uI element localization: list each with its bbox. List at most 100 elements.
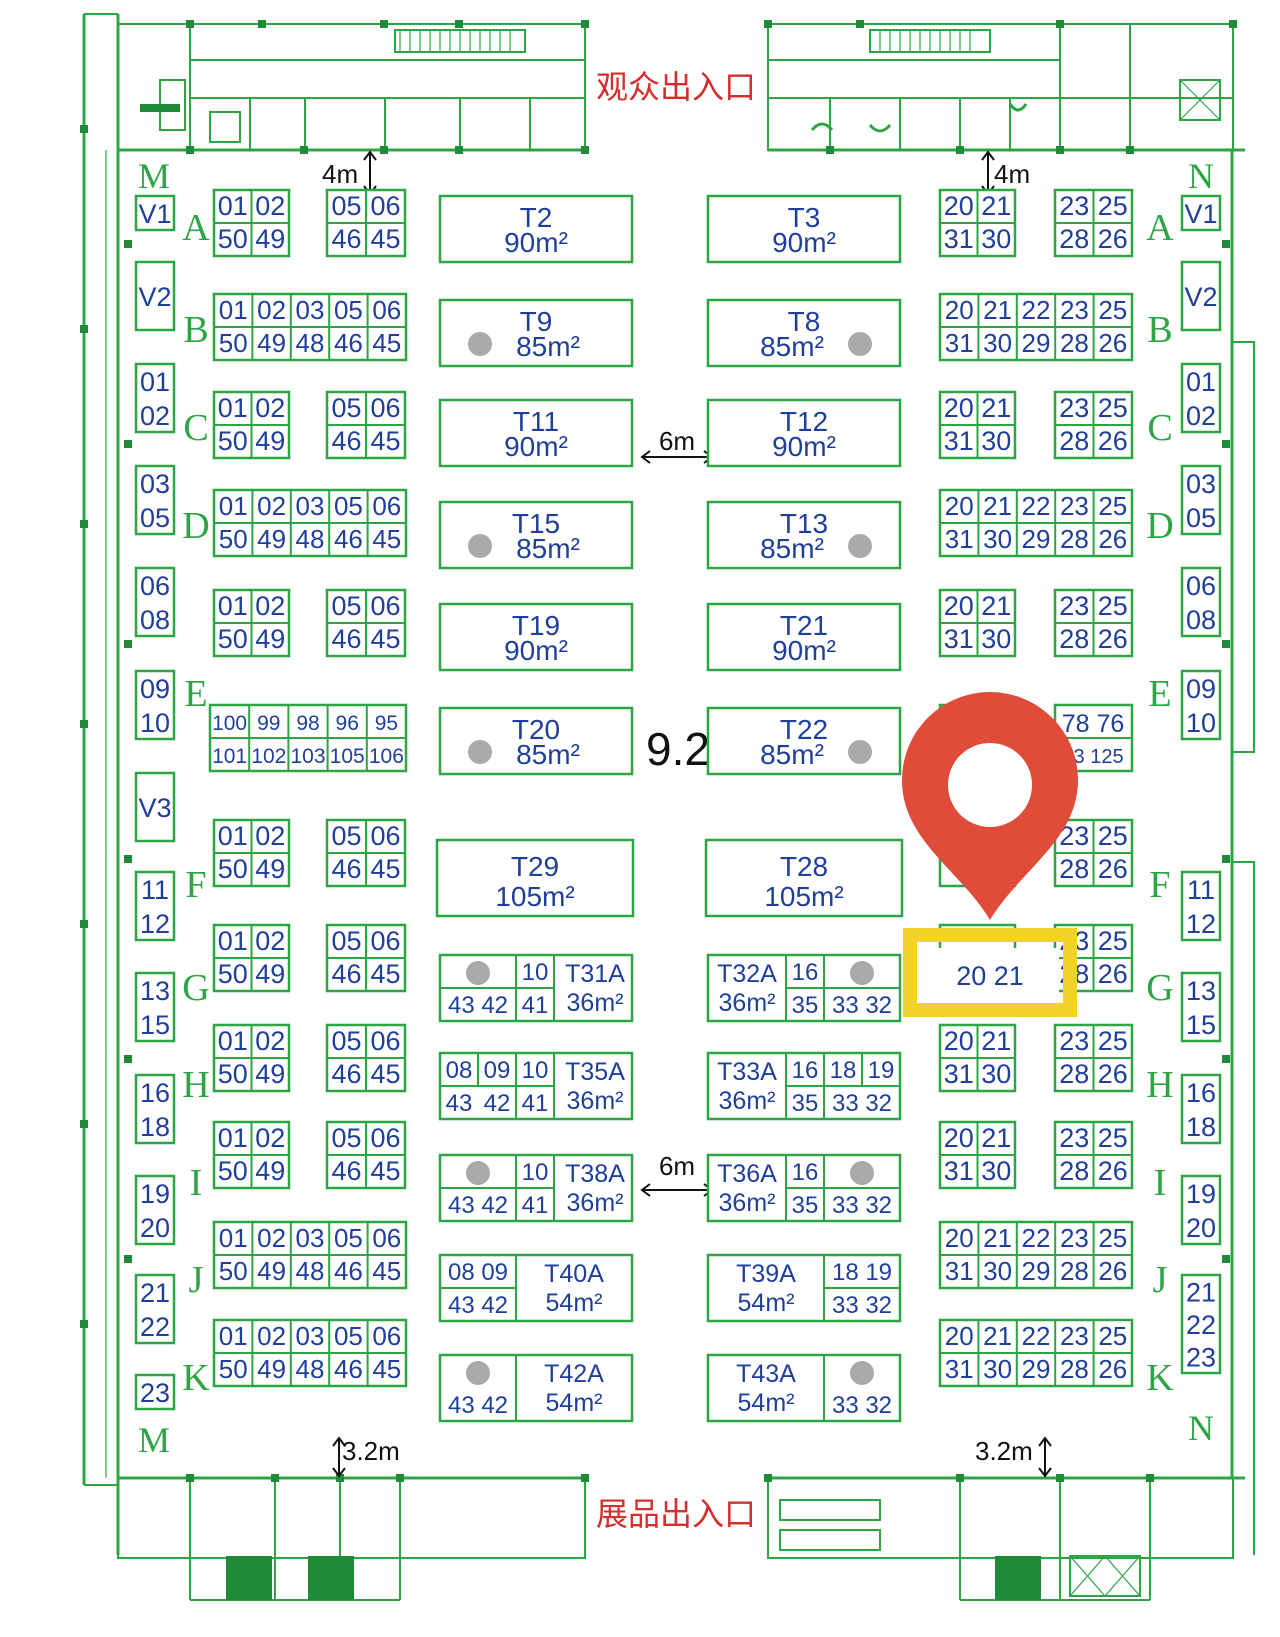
center-booth-t2[interactable] [438,194,634,264]
center-booth-t32a-area: 36m² [719,989,776,1017]
exhibit-entrance-label: 展品出入口 [596,1495,756,1533]
pillar-icon [466,961,490,985]
left-block-b-a-cell: 05 [331,191,361,221]
wall-booth-left[interactable] [134,870,176,942]
left-block-a-h-cell: 49 [255,1059,285,1089]
center-booth-t42a-name: T42A [544,1360,604,1388]
right-wide-block-j-cell: 28 [1060,1256,1089,1286]
wall-booth-label-left: V3 [138,793,171,823]
center-booth-t43a-name: T43A [736,1360,796,1388]
center-booth-t11[interactable] [438,398,634,468]
wall-booth-label-left: 10 [140,708,170,738]
right-block-b-h-cell: 23 [1059,1026,1089,1056]
right-wide-block-k-cell: 20 [945,1321,974,1351]
wall-booth-label-left: 05 [140,503,170,533]
pillar-icon [468,740,492,764]
left-block-a-c-cell: 49 [255,426,285,456]
right-block-b-g-cell: 26 [1098,959,1128,989]
right-block-row-e-b-cell: 23 125 [1062,746,1123,768]
wall-booth-left[interactable] [134,1373,176,1411]
center-booth-t32a-cell: 16 [792,959,819,986]
center-booth-t15-name: T15 [512,508,560,539]
center-booth-t20-name: T20 [512,714,560,745]
edge-label-top-left: M [138,156,170,196]
center-booth-t28[interactable] [704,838,904,918]
wall-booth-left[interactable] [134,566,176,638]
right-block-b-h-cell: 28 [1059,1059,1089,1089]
wall-booth-right[interactable] [1180,260,1222,332]
pillar-icon [466,1361,490,1385]
right-block-a-i-cell: 21 [981,1123,1011,1153]
left-wide-block-d-cell: 06 [372,491,401,521]
center-booth-t40a-area: 54m² [546,1289,603,1317]
wall-booth-right[interactable] [1180,669,1222,741]
center-booth-t13[interactable] [706,500,902,570]
center-booth-t21[interactable] [706,602,902,672]
wall-booth-left[interactable] [134,194,176,232]
row-letter-right-d: D [1146,505,1173,547]
wall-booth-label-left: 01 [140,367,170,397]
right-block-b-c-cell: 25 [1098,393,1128,423]
wall-booth-label-right: 22 [1186,1310,1216,1340]
center-booth-t19[interactable] [438,602,634,672]
left-wide-block-b-cell: 46 [334,328,363,358]
center-booth-t36a-area: 36m² [719,1189,776,1217]
right-wide-block-j-cell: 21 [983,1223,1012,1253]
center-booth-t12[interactable] [706,398,902,468]
center-booth-t3[interactable] [706,194,902,264]
wall-booth-right[interactable] [1180,362,1222,434]
wall-booth-label-left: 21 [140,1278,170,1308]
left-block-a-f-cell: 02 [255,821,285,851]
wall-booth-left[interactable] [134,669,176,741]
center-booth-t29[interactable] [435,838,635,918]
wall-booth-right[interactable] [1180,971,1222,1043]
right-block-b-f-cell: 25 [1098,821,1128,851]
wall-booth-right[interactable] [1180,1273,1222,1375]
left-wide-block-k-cell: 46 [334,1354,363,1384]
right-block-b-i-cell: 23 [1059,1123,1089,1153]
wall-booth-right[interactable] [1180,870,1222,942]
left-wide-block-j-cell: 46 [334,1256,363,1286]
center-booth-t9-area: 85m² [516,331,580,362]
wall-booth-left[interactable] [134,971,176,1043]
wall-booth-right[interactable] [1180,464,1222,536]
wall-booth-right[interactable] [1180,194,1222,232]
left-wide-block-b-cell: 03 [296,295,325,325]
left-block-b-a-cell: 06 [370,191,400,221]
center-booth-t39a-cell: 33 32 [832,1292,892,1319]
left-block-b-e-cell: 45 [370,624,400,654]
wall-booth-right[interactable] [1180,1174,1222,1246]
wall-booth-left[interactable] [134,362,176,434]
right-wide-block-j-cell: 29 [1022,1256,1051,1286]
wall-booth-right[interactable] [1180,1073,1222,1145]
center-booth-t20[interactable] [438,706,634,776]
wall-booth-left[interactable] [134,464,176,536]
row-letter-right-h: H [1146,1064,1173,1106]
wall-booth-left[interactable] [134,771,176,843]
wall-booth-label-right: 01 [1186,367,1216,397]
center-booth-t9[interactable] [438,298,634,368]
left-block-row-e-cell: 102 [251,745,286,768]
left-block-b-c-cell: 46 [331,426,361,456]
left-wide-block-j-cell: 45 [372,1256,401,1286]
right-wide-block-b-cell: 29 [1022,328,1051,358]
wall-booth-left[interactable] [134,260,176,332]
wall-booth-left[interactable] [134,1273,176,1345]
wall-booth-label-left: 09 [140,674,170,704]
left-block-b-f-cell: 45 [370,854,400,884]
left-block-b-g-cell: 45 [370,959,400,989]
right-wide-block-k-cell: 30 [983,1354,1012,1384]
center-booth-t15[interactable] [438,500,634,570]
row-letter-right-e: E [1148,673,1171,715]
wall-booth-left[interactable] [134,1073,176,1145]
wall-booth-right[interactable] [1180,566,1222,638]
center-booth-t22[interactable] [706,706,902,776]
wall-booth-label-right: 15 [1186,1010,1216,1040]
center-booth-t8[interactable] [706,298,902,368]
location-highlight: 20 21 [902,692,1078,1017]
right-wide-block-k-cell: 23 [1060,1321,1089,1351]
left-block-a-e-cell: 02 [255,591,285,621]
right-wide-block-b-cell: 31 [945,328,974,358]
center-booth-t21-area: 90m² [772,635,836,666]
wall-booth-left[interactable] [134,1174,176,1246]
